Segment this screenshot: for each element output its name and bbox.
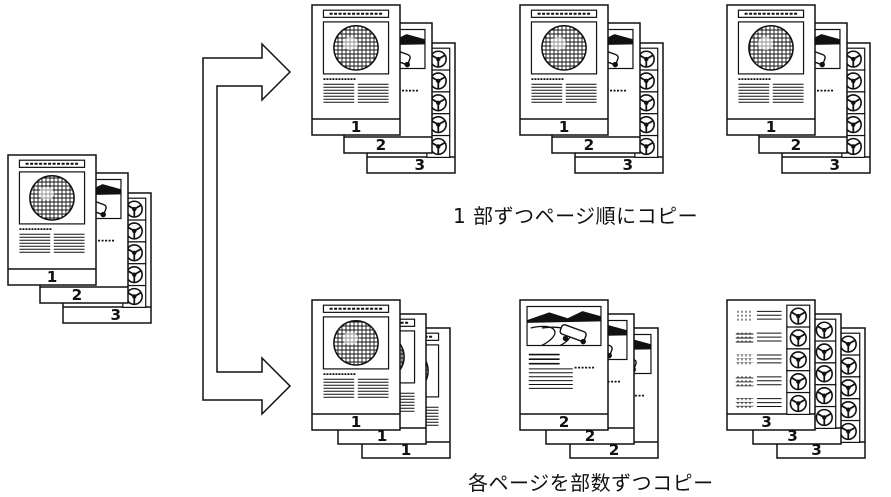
original-stack: 3 21 [7,154,152,324]
page-number-label: 3 [415,156,426,174]
page-1: 1 [7,154,97,286]
collated-set-1: 3 21 [311,4,456,174]
page-number-label: 3 [623,156,634,174]
page-number-label: 1 [559,118,570,136]
page-copy-front: 3 [726,299,816,431]
page-number-label: 3 [761,413,772,431]
caption-collate: 1 部ずつページ順にコピー [453,204,699,228]
grouped-page-2-copies: 222 [519,299,659,459]
page-number-label: 3 [111,306,122,324]
page-1: 1 [311,4,401,136]
grouped-page-3-copies: 333 [726,299,866,459]
collated-set-2: 3 21 [519,4,664,174]
page-copy-front: 1 [311,299,401,431]
page-number-label: 2 [72,286,83,304]
page-number-label: 1 [377,427,388,445]
page-number-label: 1 [351,118,362,136]
page-number-label: 3 [811,441,822,459]
page-number-label: 2 [791,136,802,154]
collated-set-3: 3 21 [726,4,871,174]
page-number-label: 3 [830,156,841,174]
page-copy-front: 2 [519,299,609,431]
page-number-label: 2 [609,441,620,459]
page-number-label: 3 [787,427,798,445]
page-number-label: 1 [401,441,412,459]
page-number-label: 1 [766,118,777,136]
page-number-label: 1 [47,268,58,286]
caption-group: 各ページを部数ずつコピー [468,471,714,495]
page-number-label: 2 [376,136,387,154]
grouped-page-1-copies: 111 [311,299,451,459]
page-number-label: 1 [351,413,362,431]
page-1: 1 [519,4,609,136]
branch-arrow-icon [202,42,292,416]
page-number-label: 2 [559,413,570,431]
page-number-label: 2 [585,427,596,445]
page-number-label: 2 [584,136,595,154]
page-1: 1 [726,4,816,136]
